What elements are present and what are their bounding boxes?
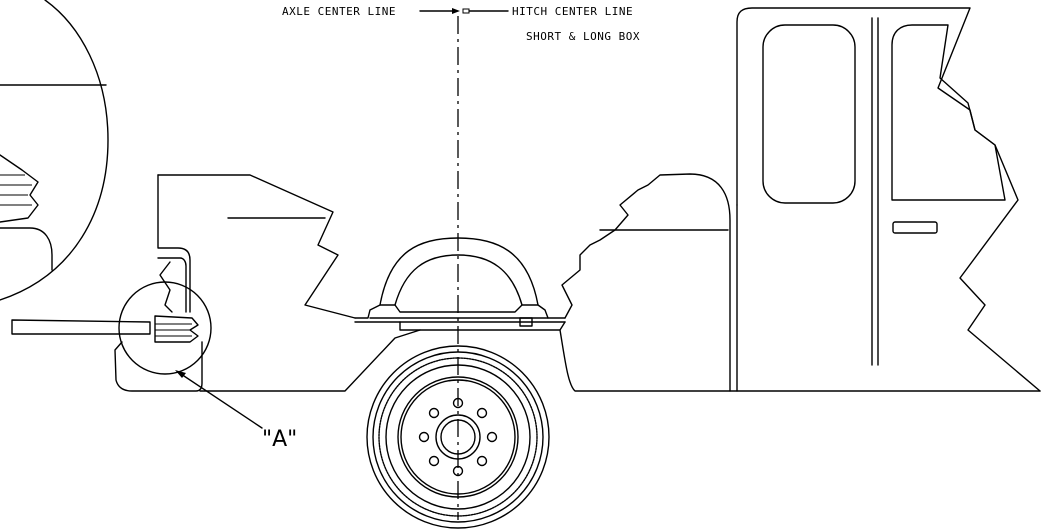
truck-cab xyxy=(559,7,1041,392)
detail-a-circle xyxy=(11,281,421,392)
axle-center-line-label: AXLE CENTER LINE xyxy=(282,5,396,18)
center-line-labels: AXLE CENTER LINE HITCH CENTER LINE SHORT… xyxy=(282,5,640,43)
wheel-well xyxy=(354,237,566,331)
detail-a-label: "A" xyxy=(262,427,297,452)
truck-bed xyxy=(157,174,356,319)
callout-leader xyxy=(175,370,263,429)
box-note-label: SHORT & LONG BOX xyxy=(526,30,640,43)
hitch-center-line-label: HITCH CENTER LINE xyxy=(512,5,633,18)
detail-a-enlarged-view xyxy=(0,0,109,301)
